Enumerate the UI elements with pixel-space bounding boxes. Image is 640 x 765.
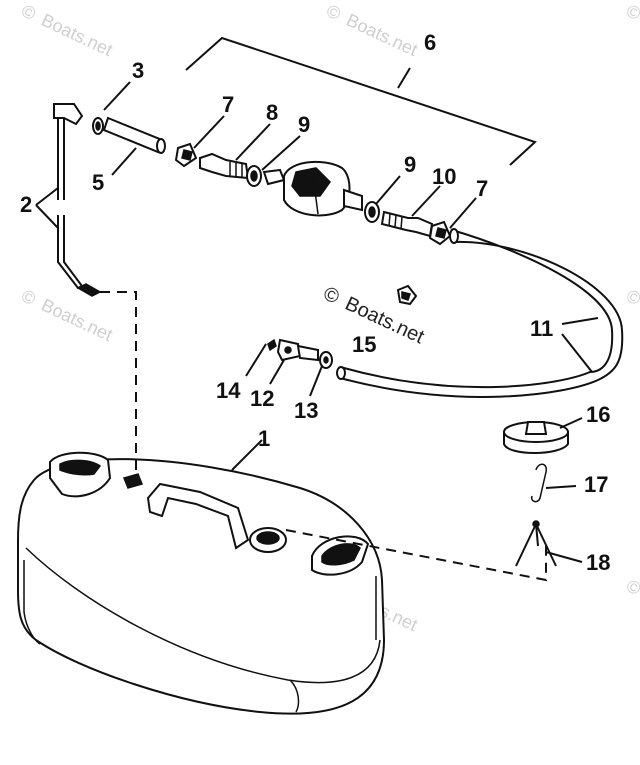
short-hose	[102, 116, 166, 154]
hose-clamp	[174, 142, 198, 168]
callout-18: 18	[586, 550, 610, 575]
connection-lines	[100, 291, 547, 582]
watermark-copyright: ©	[18, 285, 38, 309]
pickup-tube	[53, 103, 102, 297]
callout-14: 14	[216, 378, 241, 403]
filler-cap	[503, 421, 569, 454]
cap-tether	[515, 520, 557, 567]
tank-connector	[276, 338, 319, 362]
callout-17: 17	[584, 472, 608, 497]
callout-10: 10	[432, 164, 456, 189]
callout-labels: 6 3 2 5 7 8 9 9 10 7 11 15 14 12 13 1 16…	[20, 30, 610, 575]
callout-9-left: 9	[298, 112, 310, 137]
callout-8: 8	[266, 100, 278, 125]
callout-15: 15	[352, 332, 376, 357]
watermark-copyright: ©	[623, 285, 640, 309]
callout-12: 12	[250, 386, 274, 411]
callout-2: 2	[20, 192, 32, 217]
watermark-text: Boats.net	[38, 10, 115, 60]
watermark-copyright-center: ©	[320, 283, 343, 309]
callout-5: 5	[92, 170, 104, 195]
callout-1: 1	[258, 426, 270, 451]
hose-clamp	[396, 284, 418, 306]
hose-clamp	[428, 220, 452, 246]
callout-3: 3	[132, 58, 144, 83]
watermark-copyright: ©	[623, 0, 640, 24]
callout-13: 13	[294, 398, 318, 423]
callout-7-right: 7	[476, 176, 488, 201]
callout-11: 11	[530, 316, 553, 341]
watermark-copyright: ©	[18, 0, 38, 24]
watermark-text: Boats.net	[343, 10, 420, 60]
assembly-bracket	[185, 36, 537, 166]
retainer-hook	[530, 463, 547, 503]
watermark-copyright: ©	[623, 575, 640, 599]
fitting	[199, 152, 250, 180]
check-valve	[364, 201, 380, 223]
callout-6: 6	[424, 30, 436, 55]
watermark-copyright: ©	[323, 0, 343, 24]
callout-7-left: 7	[222, 92, 234, 117]
watermark-text: Boats.net	[38, 295, 115, 345]
callout-9-right: 9	[404, 152, 416, 177]
primer-bulb	[262, 160, 363, 217]
connector-washer	[319, 351, 333, 369]
washer	[92, 117, 104, 135]
callout-16: 16	[586, 402, 610, 427]
leader-lines	[35, 81, 599, 563]
fuel-hose	[336, 228, 624, 398]
check-valve	[246, 165, 262, 187]
fitting	[380, 210, 434, 238]
retaining-pin	[267, 338, 277, 352]
fuel-tank	[17, 451, 386, 715]
